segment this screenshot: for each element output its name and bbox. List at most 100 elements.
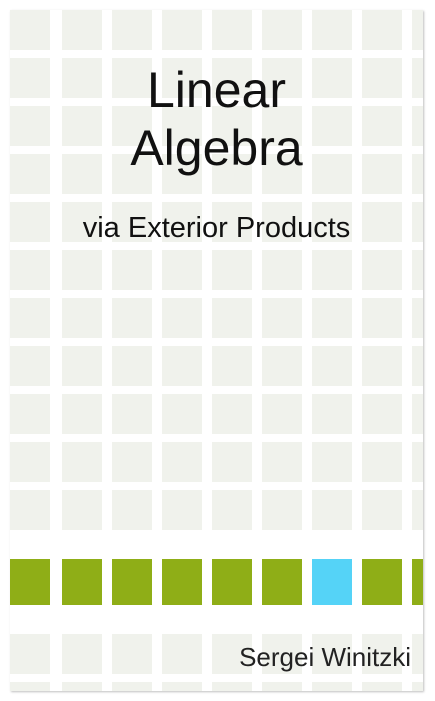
grid-tile: [212, 298, 252, 338]
grid-tile: [112, 682, 152, 691]
grid-tile: [412, 298, 423, 338]
grid-tile: [162, 298, 202, 338]
grid-tile: [412, 58, 423, 98]
grid-tile: [312, 490, 352, 530]
grid-tile: [112, 634, 152, 674]
grid-tile: [312, 394, 352, 434]
grid-tile: [10, 346, 50, 386]
grid-tile: [62, 58, 102, 98]
grid-tile: [62, 682, 102, 691]
grid-tile: [10, 106, 50, 146]
grid-tile: [262, 202, 302, 242]
grid-tile: [62, 10, 102, 50]
grid-tile: [262, 106, 302, 146]
accent-square-green: [212, 559, 252, 605]
grid-tile: [312, 634, 352, 674]
grid-tile: [62, 154, 102, 194]
grid-tile: [312, 154, 352, 194]
grid-tile: [162, 106, 202, 146]
grid-tile: [212, 490, 252, 530]
grid-tile: [262, 298, 302, 338]
grid-tile: [10, 154, 50, 194]
grid-tile: [262, 394, 302, 434]
grid-tile: [112, 202, 152, 242]
grid-tile: [162, 250, 202, 290]
grid-tile: [262, 154, 302, 194]
grid-tile: [162, 442, 202, 482]
book-author: Sergei Winitzki: [239, 642, 411, 672]
grid-tile: [212, 106, 252, 146]
grid-tile: [10, 490, 50, 530]
grid-tile: [262, 442, 302, 482]
grid-tile: [162, 10, 202, 50]
grid-tile: [62, 346, 102, 386]
grid-tile: [312, 346, 352, 386]
grid-tile: [312, 58, 352, 98]
grid-tile: [62, 634, 102, 674]
grid-tile: [162, 154, 202, 194]
grid-tile: [212, 58, 252, 98]
accent-square-blue: [312, 559, 352, 605]
accent-square-green: [362, 559, 402, 605]
grid-tile: [62, 250, 102, 290]
book-title-line2: Algebra: [130, 120, 303, 176]
grid-tile: [10, 682, 50, 691]
grid-tile: [362, 154, 402, 194]
grid-tile: [212, 154, 252, 194]
grid-tile: [262, 490, 302, 530]
accent-square-green: [262, 559, 302, 605]
accent-square-green: [10, 559, 50, 605]
grid-tile: [362, 442, 402, 482]
grid-tile: [212, 250, 252, 290]
grid-tile: [312, 442, 352, 482]
grid-tile: [162, 202, 202, 242]
accent-square-green: [112, 559, 152, 605]
grid-tile: [362, 202, 402, 242]
grid-tile: [112, 394, 152, 434]
grid-tile: [412, 394, 423, 434]
grid-tile: [162, 58, 202, 98]
grid-tile: [62, 490, 102, 530]
grid-tile: [312, 298, 352, 338]
grid-tile: [412, 682, 423, 691]
grid-tile: [412, 202, 423, 242]
grid-tile: [162, 490, 202, 530]
accent-square-green: [412, 559, 423, 605]
grid-tile: [362, 346, 402, 386]
grid-tile: [10, 442, 50, 482]
grid-tile: [212, 442, 252, 482]
grid-tile: [112, 298, 152, 338]
book-title-line1: Linear: [147, 62, 286, 118]
grid-tile: [10, 250, 50, 290]
grid-tile: [112, 490, 152, 530]
accent-square-green: [62, 559, 102, 605]
grid-tile: [112, 58, 152, 98]
grid-tile: [212, 634, 252, 674]
grid-tile: [10, 58, 50, 98]
grid-tile: [62, 298, 102, 338]
grid-tile: [412, 10, 423, 50]
grid-tile: [262, 250, 302, 290]
grid-tile: [262, 682, 302, 691]
grid-tile: [412, 250, 423, 290]
book-subtitle: via Exterior Products: [82, 212, 351, 244]
grid-tile: [362, 58, 402, 98]
grid-tile: [412, 106, 423, 146]
grid-tile: [312, 106, 352, 146]
grid-tile: [212, 682, 252, 691]
grid-tile: [312, 682, 352, 691]
grid-tile: [62, 442, 102, 482]
grid-tile: [362, 298, 402, 338]
grid-tile: [262, 10, 302, 50]
grid-tile: [10, 10, 50, 50]
grid-tile: [112, 346, 152, 386]
grid-tile: [412, 442, 423, 482]
grid-tile: [10, 202, 50, 242]
grid-tile: [412, 634, 423, 674]
grid-tile: [162, 682, 202, 691]
grid-tile: [212, 202, 252, 242]
grid-tile: [62, 394, 102, 434]
grid-tile: [212, 394, 252, 434]
grid-tile: [262, 346, 302, 386]
grid-tile: [212, 10, 252, 50]
